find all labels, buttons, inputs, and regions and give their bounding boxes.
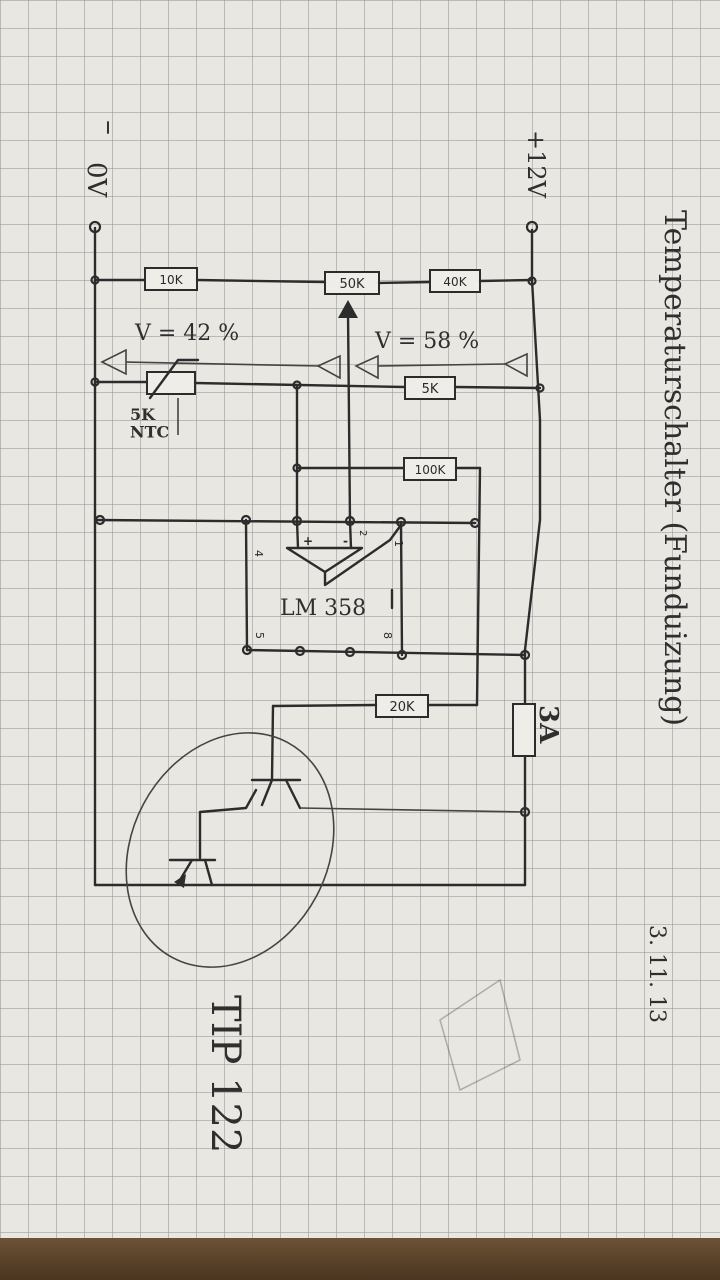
ground-terminal (88, 220, 102, 234)
pin-5: 5 (253, 632, 266, 639)
darlington-transistor (125, 732, 531, 968)
ground-rail (93, 226, 527, 887)
label-100k: 100K (415, 463, 447, 477)
label-5k: 5K (422, 382, 439, 397)
opamp-plus: + (303, 534, 313, 548)
opamp-name: LM 358 (280, 596, 366, 621)
label-50k: 50K (339, 277, 365, 292)
pin-2: 2 (357, 530, 368, 536)
negative-sign: – (92, 120, 127, 135)
label-20k: 20K (389, 700, 415, 715)
pin-4: 4 (252, 550, 265, 557)
supply-label: +12V (522, 130, 550, 199)
feedback-row (292, 383, 482, 707)
fuse (512, 703, 536, 757)
schematic-date: 3. 11. 13 (644, 925, 669, 1023)
schematic-title: Temperaturschalter (Funduizung) (657, 210, 692, 726)
pin-8: 8 (381, 632, 394, 639)
label-10k: 10K (159, 273, 183, 287)
pin-1: 1 (392, 540, 405, 547)
opamp-block (93, 514, 531, 661)
ntc-row (90, 358, 545, 435)
opamp-minus: - (343, 534, 348, 548)
divider-row (90, 267, 537, 295)
ground-label: 0V (81, 162, 111, 199)
fuse-label: 3A (533, 705, 563, 744)
transistor-label: TIP 122 (202, 995, 248, 1153)
wooden-desk (0, 1238, 720, 1280)
supply-rail (523, 228, 542, 887)
voltage-arrows (100, 348, 528, 380)
voltage-left: V = 42 % (134, 321, 239, 346)
base-resistor-row (270, 694, 479, 782)
voltage-right: V = 58 % (374, 329, 479, 354)
label-40k: 40K (443, 275, 467, 289)
graph-paper (0, 0, 720, 1240)
pot-wiper (338, 300, 358, 524)
pencil-doodle (439, 978, 521, 1092)
supply-terminal (525, 220, 539, 234)
